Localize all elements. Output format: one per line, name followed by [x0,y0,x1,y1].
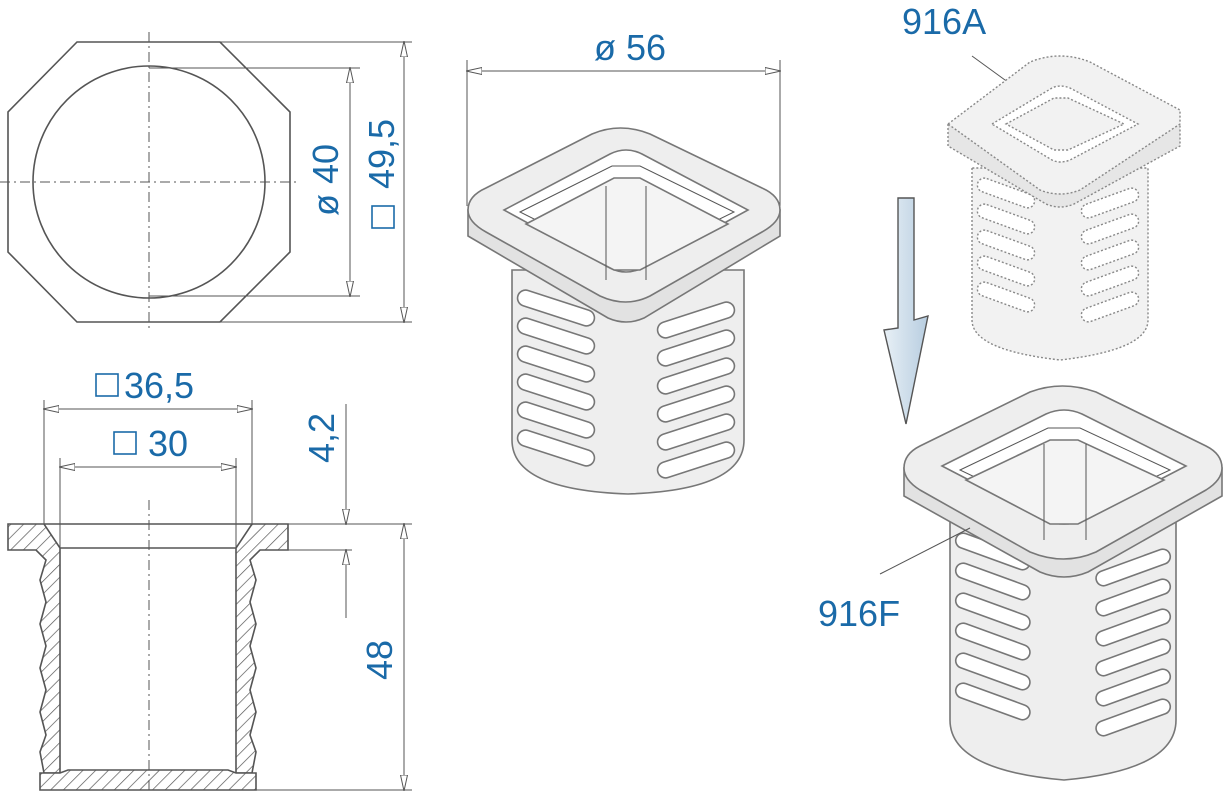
section-bottom [39,769,257,791]
part-916a: 916A [902,1,1181,361]
dim-4-2: 4,2 [301,413,342,463]
section-right-wall [235,523,289,774]
label-916f: 916F [818,593,900,634]
ribs-916a [976,177,1140,323]
section-view: 36,5 30 4,2 48 [7,365,412,791]
square-symbol-30 [113,431,137,455]
ribs-right [656,301,736,479]
dim-dia-40: ø 40 [305,144,346,216]
label-916a: 916A [902,1,986,42]
dim-square-49-5: 49,5 [361,119,402,189]
dim-48: 48 [359,640,400,680]
dim-dia-56: ø 56 [594,27,666,68]
dim-square-30: 30 [148,423,188,464]
ribs-left [516,289,596,467]
perspective-view: ø 56 [467,27,780,495]
top-view: ø 40 49,5 [0,32,412,330]
part-916f: 916F [818,385,1223,781]
square-symbol-36-5 [95,373,119,397]
square-symbol-49-5 [371,205,395,229]
ribs-916f [954,532,1172,737]
dim-square-36-5: 36,5 [124,365,194,406]
section-left-wall [7,523,61,774]
assembly-arrow-icon [883,197,929,425]
